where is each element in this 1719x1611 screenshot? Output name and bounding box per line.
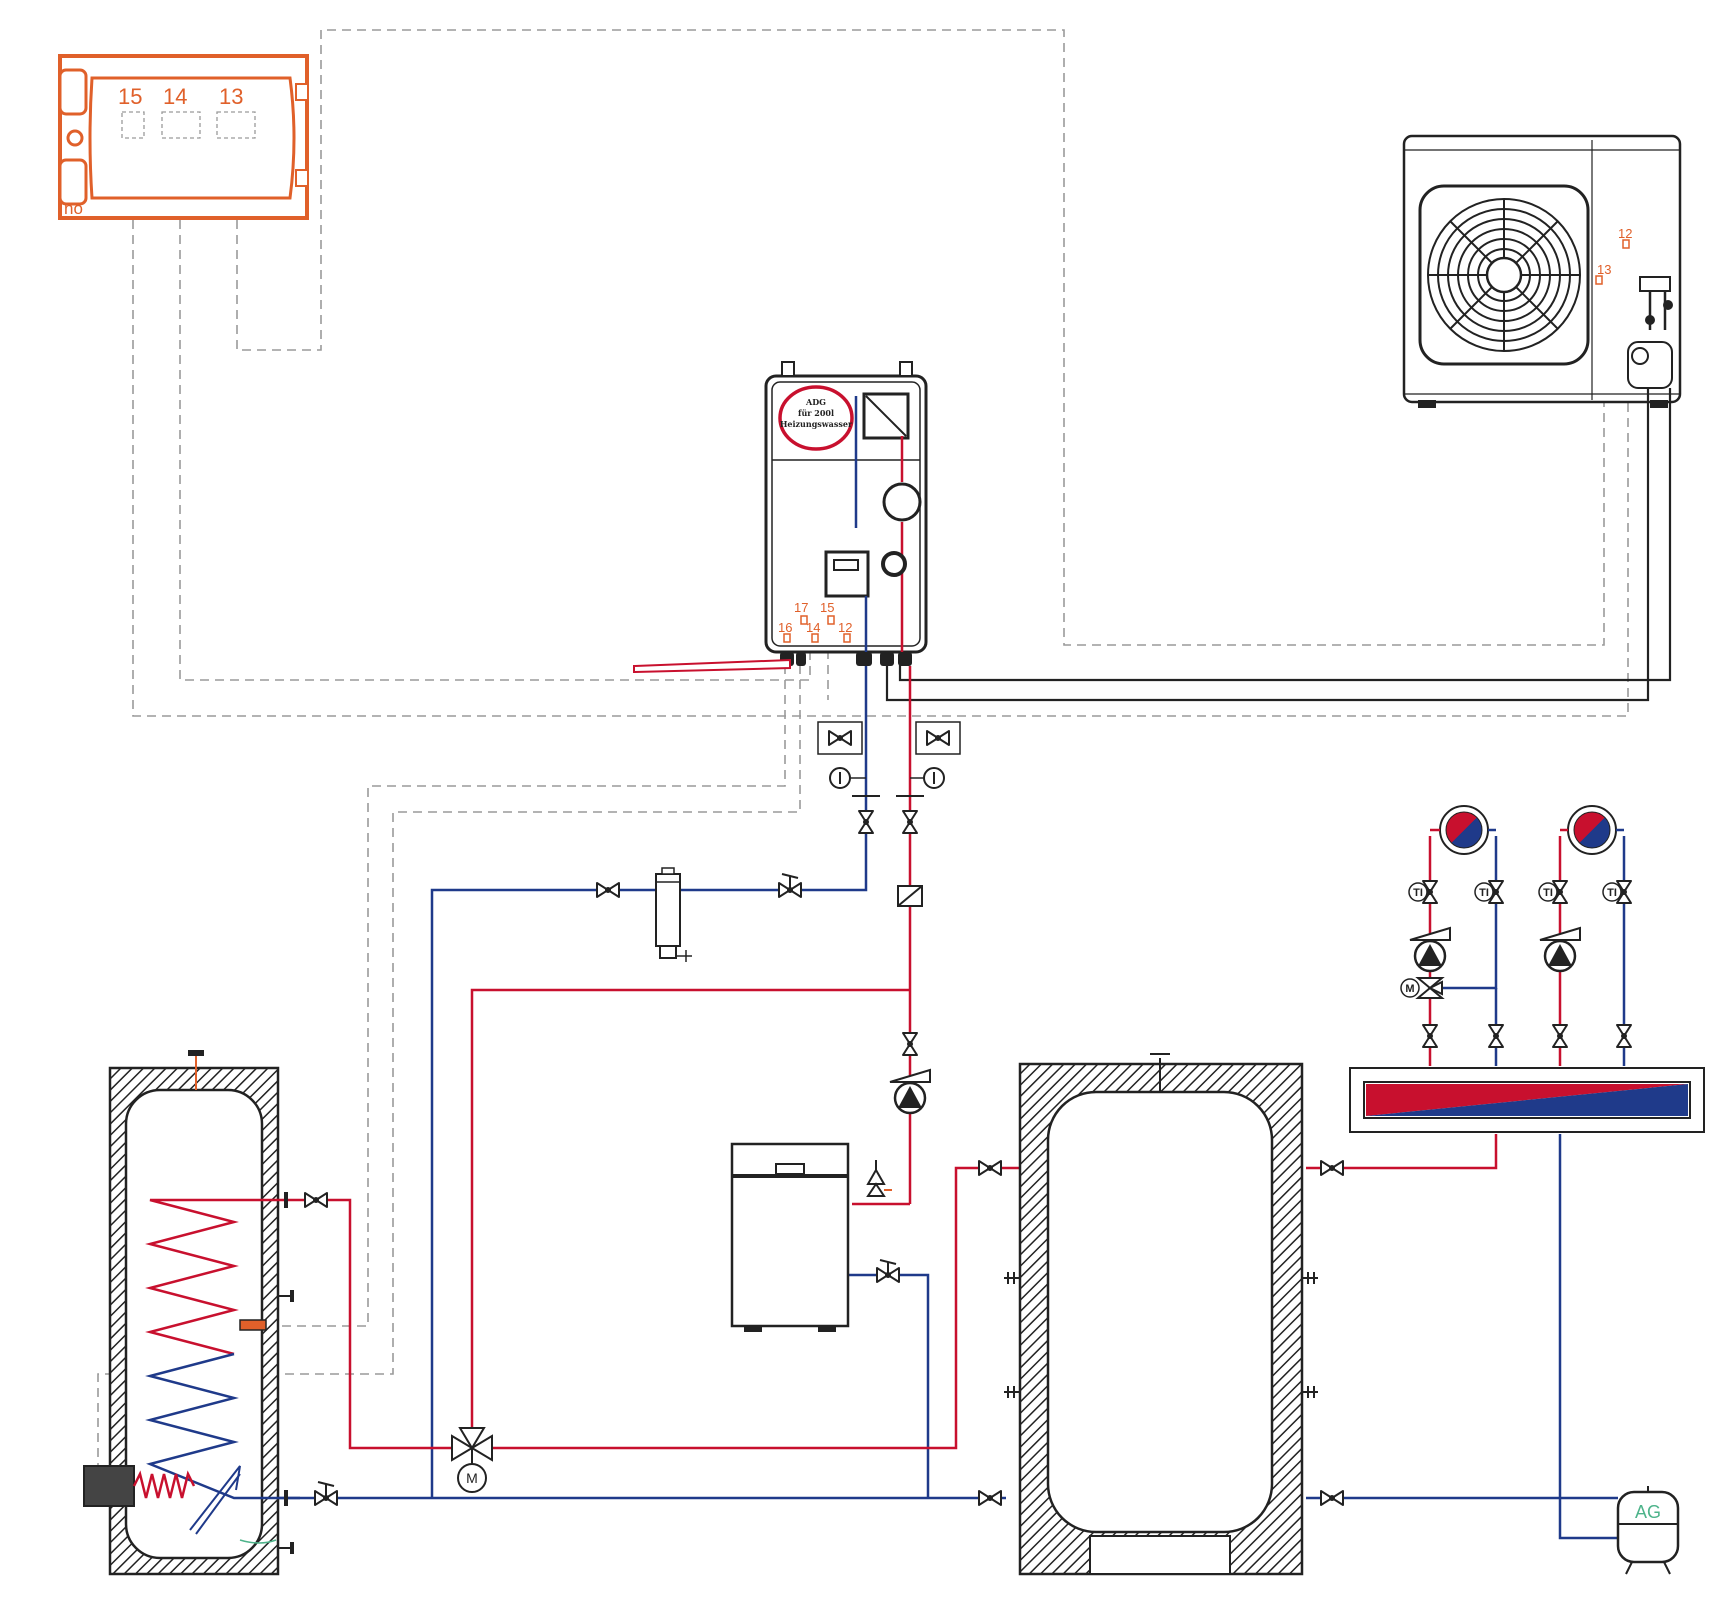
dhw-upper-coil: [145, 1198, 300, 1356]
fittings: M: [304, 721, 1344, 1506]
fan-icon: [1418, 184, 1590, 366]
controller-terminal-15: 15: [118, 84, 142, 109]
room-controller: 15 14 13 no: [58, 54, 309, 220]
pump-shutoff-valve-icon: [902, 1032, 918, 1056]
three-way-motor-label: M: [466, 1470, 478, 1486]
buffer-right-return-valve-icon: [1320, 1490, 1344, 1506]
adg-sticker-line-2: für 200l: [798, 408, 834, 418]
indoor-terminal-12: 12: [838, 620, 852, 635]
circulation-pump-icon: [889, 1068, 931, 1115]
circuit-2-supply-thermo-valve-icon: TI: [1538, 880, 1568, 904]
gas-boiler: [730, 1142, 850, 1332]
circuit-2-thermostat-icon: [1560, 805, 1624, 855]
circuit-1-mixing-valve-icon: M: [1400, 977, 1445, 999]
pressure-sensor-icon: [881, 551, 907, 577]
dhw-sensor-icon: [239, 1319, 267, 1331]
refrigerant-lines: [885, 388, 1672, 702]
circuit-2-return-shutoff-icon: [1616, 1024, 1632, 1048]
boiler-return-valve-icon: [876, 1259, 900, 1283]
expansion-vessel: AG: [1616, 1486, 1680, 1575]
outdoor-heat-pump-unit: 12 13: [1402, 134, 1682, 408]
dhw-supply-valve-icon: [304, 1192, 328, 1208]
mixing-motor-label: M: [1405, 983, 1414, 995]
indoor-terminal-14: 14: [806, 620, 820, 635]
three-way-motor-valve-icon: M: [451, 1427, 493, 1493]
outdoor-terminal-13: 13: [1597, 262, 1611, 277]
indoor-terminal-15: 15: [820, 600, 834, 615]
expansion-vessel-label: AG: [1635, 1502, 1661, 1522]
controller-terminal-13: 13: [219, 84, 243, 109]
circuit-2-supply-shutoff-icon: [1552, 1024, 1568, 1048]
adg-sticker-line-1: ADG: [805, 397, 826, 407]
adg-sticker-line-3: Heizungswasser: [780, 419, 853, 429]
internal-pump-icon: [882, 482, 922, 522]
service-valve-return-icon: [828, 730, 852, 746]
circuit-1-supply-shutoff-icon: [1422, 1024, 1438, 1048]
signal-lines: [97, 29, 1629, 1468]
electric-heater-icon: [83, 1465, 135, 1507]
buffer-right-supply-valve-icon: [1320, 1160, 1344, 1176]
outdoor-terminal-12: 12: [1618, 226, 1632, 241]
buffer-left-return-valve-icon: [978, 1490, 1002, 1506]
service-valve-supply-icon: [926, 730, 950, 746]
controller-terminal-14: 14: [163, 84, 187, 109]
indoor-terminal-16: 16: [778, 620, 792, 635]
thermo-label-1: TI: [1413, 887, 1423, 899]
buffer-left-supply-valve-icon: [978, 1160, 1002, 1176]
display-panel: [824, 550, 870, 598]
adg-sticker: ADG für 200l Heizungswasser: [778, 385, 854, 451]
dhw-return-valve-icon: [314, 1481, 338, 1506]
thermo-label-2: TI: [1479, 887, 1489, 899]
circuit-2-return-thermo-valve-icon: TI: [1602, 880, 1632, 904]
dirt-separator-icon: [655, 867, 692, 962]
indoor-hydro-module: ADG für 200l Heizungswasser 17 15 16 14 …: [633, 361, 928, 674]
distribution-manifold: [1349, 1067, 1705, 1133]
circuit-1-thermostat-icon: [1430, 805, 1496, 855]
thermo-label-3: TI: [1543, 887, 1553, 899]
shutoff-valve-supply-icon: [902, 810, 918, 834]
balancing-valve-icon: [778, 873, 802, 898]
thermo-label-4: TI: [1607, 887, 1617, 899]
heating-circuits: TI TI TI TI: [1349, 805, 1705, 1133]
circuit-1-return-shutoff-icon: [1488, 1024, 1504, 1048]
controller-corner-label: no: [64, 199, 83, 218]
circuit-2-pump-icon: [1539, 926, 1581, 973]
return-shutoff-valve-icon: [596, 882, 620, 898]
buffer-storage-tank: [1004, 1053, 1318, 1576]
circuit-1-supply-thermo-valve-icon: TI: [1408, 880, 1438, 904]
circuit-1-pump-icon: [1409, 926, 1451, 973]
shutoff-valve-return-icon: [858, 810, 874, 834]
safety-valve-icon: [866, 1160, 892, 1197]
circuit-1-return-thermo-valve-icon: TI: [1474, 880, 1504, 904]
indoor-terminal-17: 17: [794, 600, 808, 615]
dhw-storage-tank: [83, 1050, 300, 1576]
